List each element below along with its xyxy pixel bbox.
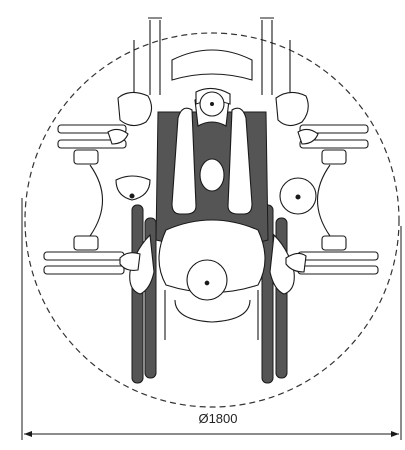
person-figure <box>129 94 295 301</box>
dimension-label: Ø1800 <box>198 411 237 426</box>
head-center-mark <box>210 102 214 106</box>
turning-circle <box>24 32 400 408</box>
ghost-hands <box>107 87 319 273</box>
wheelchair-footrest <box>164 290 259 340</box>
wheelchair-ghost-sides <box>43 124 379 275</box>
wheelchair-front-frame <box>174 299 251 323</box>
